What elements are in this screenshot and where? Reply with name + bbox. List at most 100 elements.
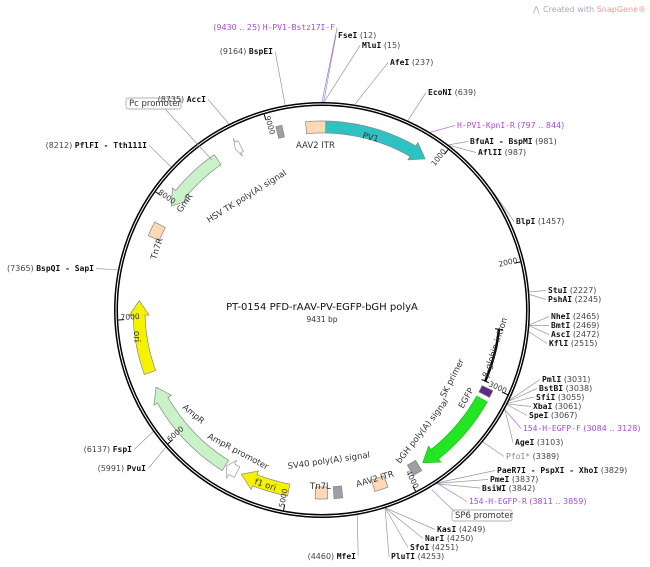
feature-end-cap [494, 328, 503, 331]
feature-ori[interactable] [128, 300, 157, 376]
feature-label-f1-ori[interactable]: f1 ori [253, 477, 277, 493]
feature-sk-primer[interactable] [478, 385, 494, 398]
site-leader-line [437, 470, 496, 484]
site-label[interactable]: KasI (4249) [437, 525, 485, 534]
site-label[interactable]: BsiWI (3842) [482, 483, 535, 493]
site-label[interactable]: BlpI (1457) [516, 217, 564, 226]
site-leader-line [321, 27, 338, 103]
site-label[interactable]: SfiI (3055) [536, 392, 584, 402]
site-leader-line [508, 388, 538, 402]
feature-label-aav2-itr[interactable]: AAV2 ITR [296, 141, 335, 151]
site-label[interactable]: AflII (987) [478, 148, 526, 157]
feature-ampr[interactable] [153, 386, 230, 472]
feature-label-hsv-tk-polya[interactable]: HSV TK poly(A) signal [205, 168, 288, 225]
feature-tn7l[interactable] [314, 486, 329, 500]
site-label[interactable]: (9164) BspEI [220, 47, 273, 56]
leader-lines [96, 27, 550, 557]
site-label[interactable]: MluI (15) [362, 41, 400, 50]
site-label[interactable]: NarI (4250) [425, 534, 473, 543]
feature-sv40-poly-a-signal[interactable] [332, 485, 344, 499]
site-leader-line [429, 125, 456, 133]
feature-label-pv1[interactable]: PV1 [361, 131, 379, 145]
site-label[interactable]: AfeI (237) [390, 58, 433, 67]
site-leader-line [482, 441, 505, 457]
site-label[interactable]: AgeI (3103) [515, 438, 563, 447]
site-label[interactable]: PaeR7I - PspXI - XhoI (3829) [497, 466, 627, 475]
feature-grey-element[interactable] [275, 124, 285, 139]
site-label[interactable]: EcoNI (639) [428, 88, 476, 97]
site-leader-line [207, 99, 230, 125]
site-label[interactable]: XbaI (3061) [533, 402, 581, 411]
feature-ampr-promoter[interactable] [226, 459, 241, 480]
site-leader-line [436, 479, 489, 484]
site-labels: (9430 .. 25) H-PV1-Bstz17I-F FseI (12) M… [7, 23, 640, 561]
primer-label[interactable]: H-PV1-KpnI-R (797 .. 844) [457, 121, 564, 130]
site-label[interactable]: (5991) PvuI [98, 464, 147, 473]
site-label[interactable]: (4460) MfeI [308, 552, 357, 561]
sp6-promoter-label[interactable]: SP6 promoter [455, 511, 514, 521]
site-label[interactable]: SfoI (4251) [410, 543, 458, 552]
feature-hsv-tk-poly-a-signal[interactable] [233, 138, 244, 157]
pc-promoter-box [125, 97, 182, 110]
site-label[interactable]: StuI (2227) [548, 286, 596, 295]
site-leader-line [507, 396, 535, 404]
pc-promoter-leader [164, 108, 213, 161]
site-leader-line [529, 290, 547, 293]
site-label[interactable]: AscI (2472) [551, 330, 599, 339]
site-label[interactable]: SpeI (3067) [529, 411, 577, 420]
primer-label[interactable]: (9430 .. 25) H-PV1-Bstz17I-F [213, 23, 335, 32]
backbone-inner-line [115, 103, 529, 517]
tick-mark [283, 504, 286, 511]
site-label[interactable]: NheI (2465) [551, 312, 599, 321]
tick-mark [167, 439, 173, 445]
tick-label: 9000 [263, 115, 277, 136]
feature-aav2-itr[interactable] [371, 475, 389, 492]
site-leader-line [356, 514, 359, 557]
pc-promoter-label[interactable]: Pc promoter [129, 99, 181, 109]
primer-label[interactable]: 154-H-EGFP-F (3084 .. 3128) [523, 424, 640, 433]
feature-bgh-poly-a-signal[interactable] [406, 459, 423, 477]
feature-gmr[interactable] [171, 154, 222, 207]
feature-label-tn7r[interactable]: Tn7R [149, 237, 166, 262]
site-leader-line [385, 507, 436, 530]
site-leader-line [354, 62, 389, 105]
site-label[interactable]: PshAI (2245) [548, 295, 601, 304]
feature-label-tn7l[interactable]: Tn7L [309, 482, 331, 492]
site-label[interactable]: BmtI (2469) [551, 321, 599, 330]
tick-label: 7000 [120, 312, 140, 322]
feature-f1-ori[interactable] [240, 470, 291, 497]
site-label[interactable]: (6137) FspI [84, 445, 133, 454]
site-leader-line [507, 404, 528, 416]
site-label[interactable]: BstBI (3038) [539, 384, 592, 393]
site-leader-line [385, 507, 409, 548]
site-leader-line [147, 447, 167, 469]
site-label[interactable]: (8212) PflFI - Tth111I [46, 141, 148, 150]
site-label[interactable]: BfuAI - BspMI (981) [470, 137, 557, 146]
tick-mark [155, 191, 161, 196]
tick-mark [514, 261, 521, 264]
site-leader-line [528, 331, 548, 344]
tick-label: 2000 [498, 256, 519, 269]
site-leader-line [323, 35, 337, 103]
site-label[interactable]: PmlI (3031) [542, 375, 590, 384]
site-label[interactable]: (7365) BspQI - SapI [7, 264, 94, 273]
feature-beta-globin-intron[interactable] [484, 329, 501, 382]
site-label[interactable]: (8735) AccI [158, 95, 207, 104]
feature-tn7r[interactable] [147, 221, 166, 241]
feature-label-ori[interactable]: ori [131, 331, 141, 342]
feature-label-sv40-polya[interactable]: SV40 poly(A) signal [287, 451, 371, 472]
feature-aav2-itr[interactable] [305, 120, 327, 135]
feature-pv1[interactable] [325, 120, 426, 161]
site-label[interactable]: PluTI (4253) [391, 552, 444, 561]
site-label[interactable]: PmeI (3837) [490, 475, 538, 484]
feature-label-beta-globin-intron[interactable]: β-globin intron [481, 317, 510, 379]
feature-egfp[interactable] [422, 395, 488, 464]
site-label[interactable]: KflI (2515) [549, 339, 597, 348]
tick-mark [501, 391, 508, 396]
site-label[interactable]: PfoI* (3389) [506, 452, 559, 461]
site-label[interactable]: FseI (12) [338, 31, 376, 40]
feature-layer [128, 120, 503, 500]
feature-label-sk-primer[interactable]: SK primer [439, 357, 467, 399]
primer-label[interactable]: 154-H-EGFP-R (3811 .. 3859) [469, 497, 586, 506]
